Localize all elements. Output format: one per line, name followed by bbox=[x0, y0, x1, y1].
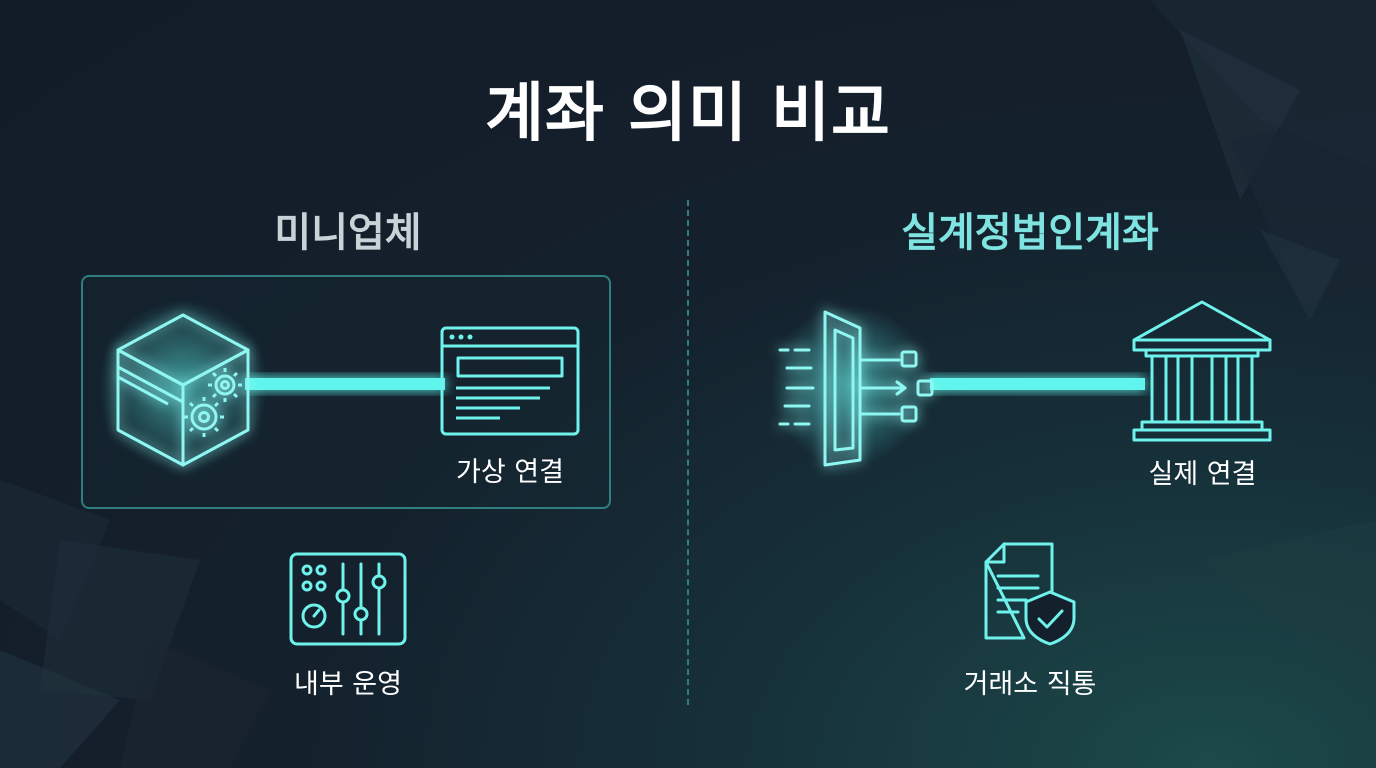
column-divider bbox=[687, 200, 689, 705]
right-column-heading: 실계정법인계좌 bbox=[901, 210, 1159, 256]
browser-window-icon bbox=[440, 326, 580, 436]
page-title: 계좌 의미 비교 bbox=[485, 77, 891, 151]
control-panel-icon bbox=[289, 552, 407, 646]
gateway-icon bbox=[770, 305, 934, 467]
virtual-connection-label: 가상 연결 bbox=[456, 457, 564, 488]
secure-document-icon bbox=[984, 542, 1076, 646]
bank-icon bbox=[1132, 300, 1272, 442]
server-box-icon bbox=[98, 300, 268, 470]
exchange-direct-label: 거래소 직통 bbox=[963, 669, 1097, 700]
real-connection-label: 실제 연결 bbox=[1148, 459, 1257, 490]
left-column-heading: 미니업체 bbox=[274, 210, 422, 256]
internal-operation-label: 내부 운영 bbox=[294, 669, 402, 700]
